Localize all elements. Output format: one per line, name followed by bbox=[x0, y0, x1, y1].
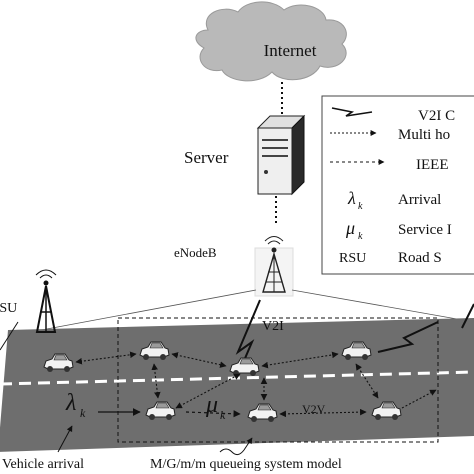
queue-model-pointer bbox=[219, 437, 253, 456]
mu-sub-label: k bbox=[220, 408, 226, 422]
legend-mu-symbol: μ bbox=[345, 218, 355, 238]
legend-row1-text: V2I C bbox=[418, 108, 455, 124]
multihop-arrows bbox=[75, 351, 437, 418]
v2i-bolt-icon-2 bbox=[377, 321, 439, 353]
legend-row2-text: Multi ho bbox=[398, 127, 450, 143]
rsu-label: RSU bbox=[0, 301, 17, 316]
legend-row3-text: IEEE bbox=[416, 157, 448, 173]
enodeb-label: eNodeB bbox=[174, 245, 217, 260]
legend-lambda-sub: k bbox=[358, 201, 363, 212]
legend-row6-text: Road S bbox=[398, 250, 442, 266]
legend-v2i-bolt-icon bbox=[331, 107, 373, 117]
lambda-sub-label: k bbox=[80, 406, 86, 420]
v2v-label: V2V bbox=[302, 402, 326, 416]
queueing-system-box bbox=[117, 317, 439, 443]
cloud-label: Internet bbox=[264, 41, 317, 60]
legend-mu-sub: k bbox=[358, 231, 363, 242]
rsu-tower-icon bbox=[35, 269, 57, 333]
coverage-line-left bbox=[19, 289, 257, 335]
legend: V2I C Multi ho IEEE λ k Arrival μ k Serv… bbox=[321, 95, 474, 275]
legend-row5-text: Service I bbox=[398, 222, 452, 238]
v2i-label: V2I bbox=[262, 319, 284, 334]
rsu-pointer-line bbox=[0, 321, 19, 351]
server-icon bbox=[256, 114, 306, 196]
internet-cloud bbox=[195, 1, 347, 82]
lambda-label: λ bbox=[65, 390, 76, 416]
queue-model-label: M/G/m/m queueing system model bbox=[150, 457, 342, 472]
legend-lambda-symbol: λ bbox=[347, 188, 356, 208]
legend-rsu-symbol: RSU bbox=[339, 251, 366, 266]
enodeb-tower-icon bbox=[254, 236, 294, 297]
v2i-bolt-icon-3 bbox=[461, 303, 474, 329]
v2i-bolt-icon-1 bbox=[235, 299, 261, 371]
server-label: Server bbox=[184, 148, 229, 167]
vehicle-arrival-label: Vehicle arrival bbox=[2, 457, 84, 472]
coverage-line-right bbox=[291, 289, 474, 323]
legend-row4-text: Arrival bbox=[398, 192, 441, 208]
mu-label: μ bbox=[205, 392, 218, 418]
vehicle-arrival-pointer bbox=[57, 425, 73, 453]
